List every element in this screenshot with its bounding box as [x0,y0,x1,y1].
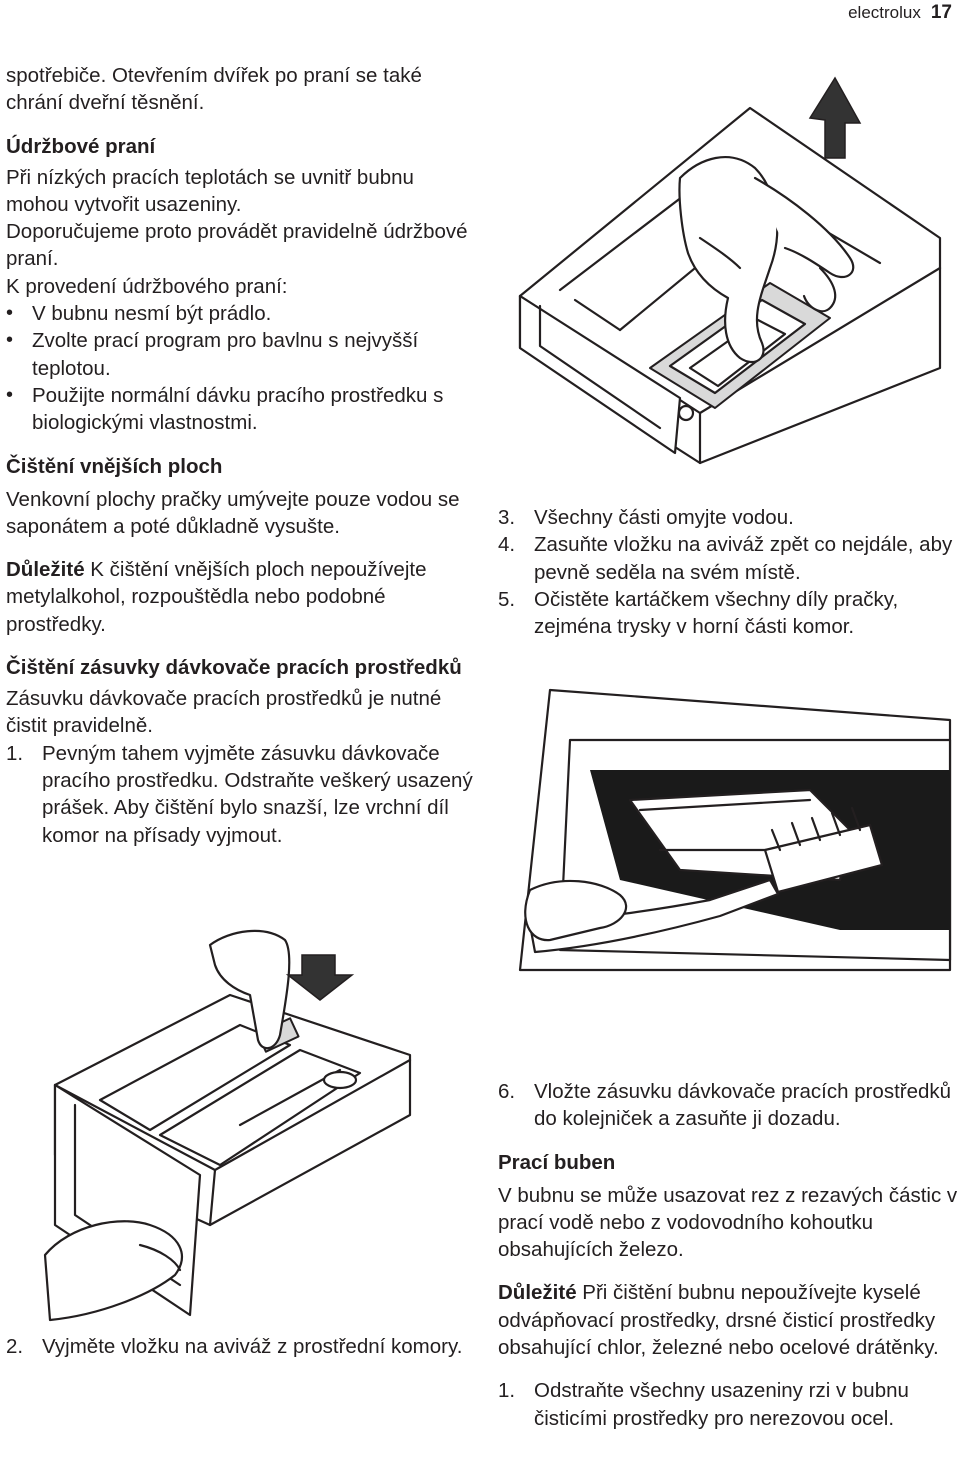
intro-paragraph: spotřebiče. Otevřením dvířek po praní se… [6,64,422,115]
maintenance-paragraph-1: Při nízkých pracích teplotách se uvnitř … [6,165,414,216]
step-item: 4. Zasuňte vložku na aviváž zpět co nejdá… [498,531,958,586]
arrow-down-icon [285,954,355,1001]
hand-shape [208,929,291,1050]
important-text: K čištění vnějších ploch nepoužívejte me… [6,558,427,636]
drawer-paragraph: Zásuvku dávkovače pracích prostředků je … [6,687,442,738]
step-text: Vložte zásuvku dávkovače pracích prostře… [534,1080,952,1131]
steps-3-5: 3. Všechny části omyjte vodou. 4. Zasuňte … [498,504,958,640]
arrow-up-icon [808,76,862,159]
hand-shape [43,1220,183,1322]
step-number: 1. [6,741,24,765]
step-text: Vyjměte vložku na aviváž z prostřední ko… [42,1335,463,1358]
important-label: Důležité [498,1281,577,1305]
hand-shape [524,879,628,942]
brush-head [763,823,884,894]
page-number: 17 [930,2,952,23]
step-number: 1. [498,1379,516,1403]
exterior-paragraph: Venkovní plochy pračky umývejte pouze vo… [6,487,460,538]
illustration-pull-drawer [43,929,412,1322]
step-number: 2. [6,1335,24,1358]
step-text: Odstraňte všechny usazeniny rzi v bubnu … [534,1379,909,1430]
drum-paragraph: V bubnu se může usazovat rez z rezavých … [498,1183,958,1262]
step-number: 6. [498,1080,516,1103]
step-item: 1. Odstraňte všechny usazeniny rzi v bubn… [498,1377,958,1432]
maintenance-paragraph-2: Doporučujeme proto provádět pravidelně ú… [6,220,468,271]
step-item: 5. Očistěte kartáčkem všechny díly pračky… [498,586,958,641]
step-number: 4. [498,533,516,557]
heading-drawer-cleaning: Čištění zásuvky dávkovače pracích prostř… [6,656,462,680]
step-item: 6. Vložte zásuvku dávkovače pracích prost… [498,1078,958,1133]
step-item: 1. Pevným tahem vyjměte zásuvku dávkovače… [6,740,476,849]
brand-name: electrolux [848,3,921,22]
hand-shape [678,156,779,364]
heading-drum: Prací buben [498,1150,616,1174]
exterior-important-note: Důležité K čištění vnějších ploch nepouž… [6,556,476,638]
important-label: Důležité [6,558,85,582]
maintenance-paragraph-3: K provedení údržbového praní: [6,274,288,298]
step-item: 3. Všechny části omyjte vodou. [498,504,958,531]
step-number: 3. [498,506,516,529]
step-text: Všechny části omyjte vodou. [534,506,794,529]
left-column-top: spotřebiče. Otevřením dvířek po praní se… [6,62,476,849]
heading-exterior-cleaning: Čištění vnějších ploch [6,454,223,478]
step-text: Zasuňte vložku na aviváž zpět co nejdále… [534,533,953,584]
step-number: 5. [498,587,516,611]
bullet-item: Použijte normální dávku pracího prostřed… [6,382,476,437]
illustration-remove-insert [518,76,942,465]
step-text: Očistěte kartáčkem všechny díly pračky, … [534,587,899,639]
right-column-bottom: 6. Vložte zásuvku dávkovače pracích prost… [498,1078,958,1432]
bullet-item: V bubnu nesmí být prádlo. [6,300,476,328]
drum-important-note: Důležité Při čištění bubnu nepoužívejte … [498,1279,958,1361]
step-text: Pevným tahem vyjměte zásuvku dávkovače p… [42,741,473,847]
heading-maintenance-wash: Údržbové praní [6,134,156,158]
important-text: Při čištění bubnu nepoužívejte kyselé od… [498,1281,939,1360]
illustration-brush-cleaning [518,688,952,972]
bullet-item: Zvolte prací program pro bavlnu s nejvyš… [6,327,476,382]
page-header: electrolux 17 [848,2,952,24]
step-2: 2. Vyjměte vložku na aviváž z prostřední … [6,1333,476,1360]
knob-icon [677,404,695,422]
